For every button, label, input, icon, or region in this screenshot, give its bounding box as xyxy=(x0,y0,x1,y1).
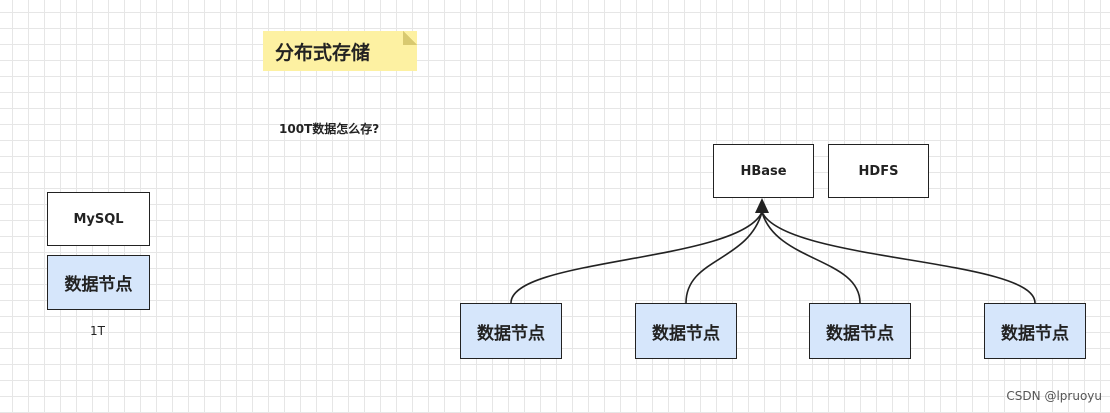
data-node-1-label: 数据节点 xyxy=(477,323,545,344)
hdfs-box: HDFS xyxy=(828,144,929,198)
left-data-node: 数据节点 xyxy=(47,255,150,310)
mysql-label: MySQL xyxy=(73,211,124,227)
hbase-box: HBase xyxy=(713,144,814,198)
mysql-box: MySQL xyxy=(47,192,150,246)
left-data-node-label: 数据节点 xyxy=(64,275,133,295)
link-node-1-to-hbase xyxy=(510,211,763,304)
data-node-4-label: 数据节点 xyxy=(1001,323,1069,344)
data-node-1: 数据节点 xyxy=(460,303,562,359)
question-text: 100T数据怎么存? xyxy=(279,122,380,136)
watermark: CSDN @lpruoyu xyxy=(1006,389,1102,403)
note-title: 分布式存储 xyxy=(275,41,371,64)
link-node-4-to-hbase xyxy=(761,211,1036,304)
link-node-2-to-hbase xyxy=(685,211,763,304)
data-node-3-label: 数据节点 xyxy=(826,323,894,344)
data-node-2-label: 数据节点 xyxy=(652,323,720,344)
data-node-2: 数据节点 xyxy=(635,303,737,359)
note-fold-corner xyxy=(403,31,417,45)
link-node-3-to-hbase xyxy=(761,211,861,304)
arrowhead-into-hbase xyxy=(755,198,769,213)
title-note: 分布式存储 xyxy=(263,31,417,71)
hdfs-label: HDFS xyxy=(858,163,899,179)
data-node-4: 数据节点 xyxy=(984,303,1086,359)
hbase-label: HBase xyxy=(740,163,787,179)
data-node-3: 数据节点 xyxy=(809,303,911,359)
capacity-label: 1T xyxy=(90,324,105,338)
